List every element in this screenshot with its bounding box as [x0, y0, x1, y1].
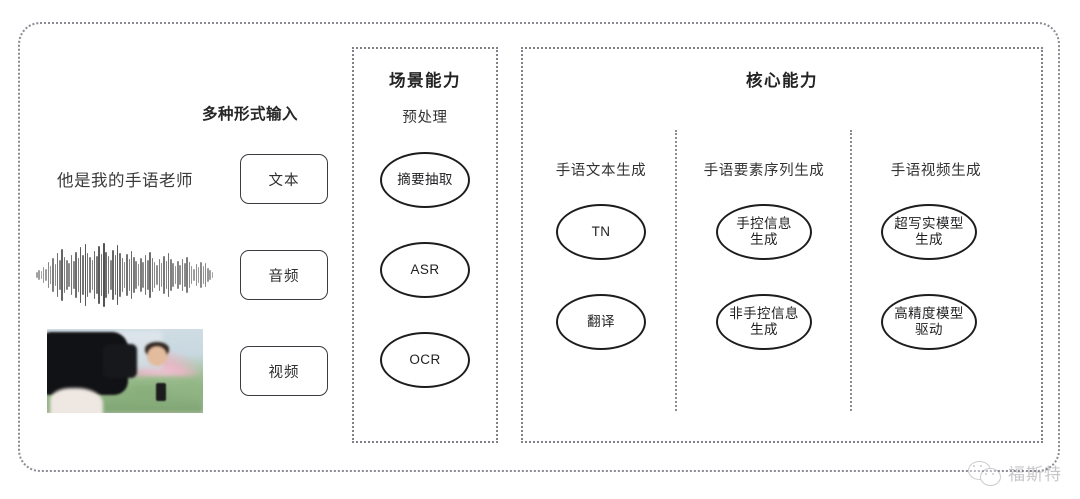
core-node-high-precision-model-driving-line1: 高精度模型	[894, 306, 964, 322]
core-node-non-manual-info-generation-line2: 生成	[750, 322, 778, 337]
core-column-label-sign-element-sequence-generation: 手语要素序列生成	[703, 163, 825, 179]
scene-node-asr[interactable]: ASR	[380, 242, 470, 298]
core-node-tn-label: TN	[591, 224, 611, 240]
wechat-icon-bubble-small	[980, 467, 1001, 486]
input-label-audio[interactable]: 音频	[240, 250, 328, 300]
core-node-non-manual-info-generation[interactable]: 非手控信息 生成	[716, 294, 812, 350]
core-node-manual-info-generation[interactable]: 手控信息 生成	[716, 204, 812, 260]
text-sample: 他是我的手语老师	[57, 172, 193, 190]
core-node-high-precision-model-driving-line2: 驱动	[915, 322, 943, 337]
scene-node-asr-label: ASR	[410, 262, 440, 278]
video-sample-area	[30, 328, 220, 414]
audio-sample-area	[30, 232, 220, 318]
scene-node-ocr-label: OCR	[409, 352, 441, 368]
core-column-label-sign-video-generation: 手语视频生成	[890, 163, 982, 179]
core-node-manual-info-generation-line2: 生成	[750, 232, 778, 247]
core-node-hyperrealistic-model-generation-line1: 超写实模型	[894, 216, 964, 232]
scene-node-summary-extraction-label: 摘要抽取	[397, 172, 453, 188]
wechat-icon-dot-3	[985, 472, 988, 475]
core-column-divider-1	[675, 130, 677, 411]
input-row-audio: 音频	[30, 232, 330, 318]
video-thumbnail	[47, 329, 203, 413]
core-node-tn[interactable]: TN	[556, 204, 646, 260]
scene-node-summary-extraction[interactable]: 摘要抽取	[380, 152, 470, 208]
input-section: 多种形式输入 他是我的手语老师 文本 音频 视频	[30, 90, 330, 420]
scene-group-label-preprocess: 预处理	[402, 110, 448, 126]
core-node-high-precision-model-driving[interactable]: 高精度模型 驱动	[881, 294, 977, 350]
thumbnail-reporter-head	[146, 345, 168, 366]
audio-waveform-icon	[36, 243, 214, 307]
input-row-text: 他是我的手语老师 文本	[30, 136, 330, 222]
core-column-divider-2	[850, 130, 852, 411]
wechat-icon-dot-1	[973, 464, 976, 467]
scene-node-ocr[interactable]: OCR	[380, 332, 470, 388]
input-section-heading: 多种形式输入	[201, 106, 298, 123]
text-sample-area: 他是我的手语老师	[30, 136, 220, 222]
core-column-label-sign-text-generation: 手语文本生成	[555, 163, 647, 179]
core-capability-panel: 核心能力 手语文本生成 TN 翻译 手语要素序列生成 手控信息 生成 非手控信息…	[521, 47, 1043, 443]
input-label-text[interactable]: 文本	[240, 154, 328, 204]
core-node-manual-info-generation-line1: 手控信息	[736, 216, 792, 232]
core-node-non-manual-info-generation-line1: 非手控信息	[729, 306, 799, 322]
thumbnail-operator-arm	[50, 387, 104, 413]
core-node-hyperrealistic-model-generation[interactable]: 超写实模型 生成	[881, 204, 977, 260]
wechat-icon	[968, 460, 1002, 486]
diagram-outer-frame	[18, 22, 1060, 472]
input-label-video[interactable]: 视频	[240, 346, 328, 396]
scene-capability-panel: 场景能力 预处理 摘要抽取 ASR OCR	[352, 47, 498, 443]
watermark: 福斯特	[968, 460, 1062, 486]
thumbnail-camera-lens	[103, 344, 138, 378]
core-node-translation[interactable]: 翻译	[556, 294, 646, 350]
input-row-video: 视频	[30, 328, 330, 414]
core-panel-title: 核心能力	[746, 72, 818, 90]
core-node-translation-label: 翻译	[587, 314, 615, 330]
scene-panel-title: 场景能力	[389, 72, 461, 90]
wechat-icon-dot-4	[992, 472, 995, 475]
thumbnail-microphone	[156, 382, 166, 402]
core-node-hyperrealistic-model-generation-line2: 生成	[915, 232, 943, 247]
wechat-icon-dot-2	[980, 464, 983, 467]
watermark-text: 福斯特	[1008, 465, 1062, 484]
